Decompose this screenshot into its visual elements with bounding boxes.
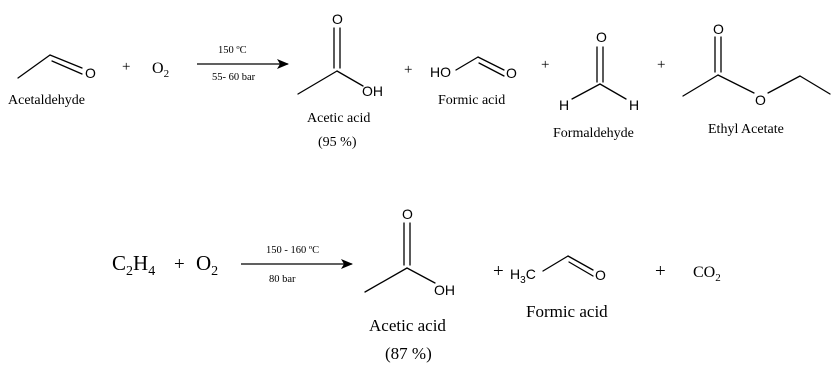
atom-hydroxyl: OH (434, 282, 455, 298)
reaction-1: O Acetaldehyde + O2 150 ºC 55- 60 bar O … (8, 11, 831, 150)
acetic-acid-structure: O OH (297, 11, 383, 99)
plus-sign: + (122, 59, 130, 75)
temperature-condition: 150 - 160 ºC (266, 245, 319, 256)
formic-acid-structure: H3C O (510, 255, 606, 286)
atom-oxygen: O (506, 65, 517, 81)
oxygen-formula: O2 (196, 251, 218, 279)
methyl-group: H3C (510, 266, 536, 286)
pressure-condition: 80 bar (269, 274, 296, 285)
atom-hydroxyl: OH (362, 83, 383, 99)
atom-oxygen: O (402, 206, 413, 222)
formaldehyde-structure: O H H (559, 29, 639, 113)
reaction-2: C2H4 + O2 150 - 160 ºC 80 bar O OH Aceti… (112, 206, 721, 363)
atom-oxygen: O (332, 11, 343, 27)
plus-sign: + (657, 57, 665, 73)
carbon-dioxide-formula: CO2 (693, 264, 721, 284)
atom-oxygen: O (595, 267, 606, 283)
plus-sign: + (404, 62, 412, 78)
acetic-acid-structure: O OH (364, 206, 455, 298)
acetic-acid-yield: (87 %) (385, 344, 432, 363)
acetic-acid-label: Acetic acid (369, 316, 446, 335)
acetaldehyde-label: Acetaldehyde (8, 93, 85, 108)
atom-oxygen: O (85, 65, 96, 81)
atom-oxygen: O (755, 92, 766, 108)
acetaldehyde-structure: O (17, 54, 96, 81)
formic-acid-structure: HO O (430, 56, 517, 81)
acetic-acid-label: Acetic acid (307, 111, 370, 126)
acetic-acid-yield: (95 %) (318, 135, 357, 150)
formaldehyde-label: Formaldehyde (553, 126, 634, 141)
ethyl-acetate-label: Ethyl Acetate (708, 122, 784, 137)
atom-hydroxyl: HO (430, 64, 451, 80)
plus-sign: + (174, 254, 185, 275)
atom-oxygen: O (596, 29, 607, 45)
atom-hydrogen: H (629, 97, 639, 113)
oxygen-formula: O2 (152, 60, 169, 80)
plus-sign: + (541, 57, 549, 73)
atom-oxygen: O (713, 21, 724, 37)
ethyl-acetate-structure: O O (682, 21, 831, 108)
formic-acid-label: Formic acid (438, 93, 505, 108)
pressure-condition: 55- 60 bar (212, 72, 256, 83)
atom-hydrogen: H (559, 97, 569, 113)
ethylene-formula: C2H4 (112, 251, 155, 279)
plus-sign: + (493, 261, 504, 282)
plus-sign: + (655, 261, 666, 282)
temperature-condition: 150 ºC (218, 45, 247, 56)
formic-acid-label: Formic acid (526, 302, 608, 321)
